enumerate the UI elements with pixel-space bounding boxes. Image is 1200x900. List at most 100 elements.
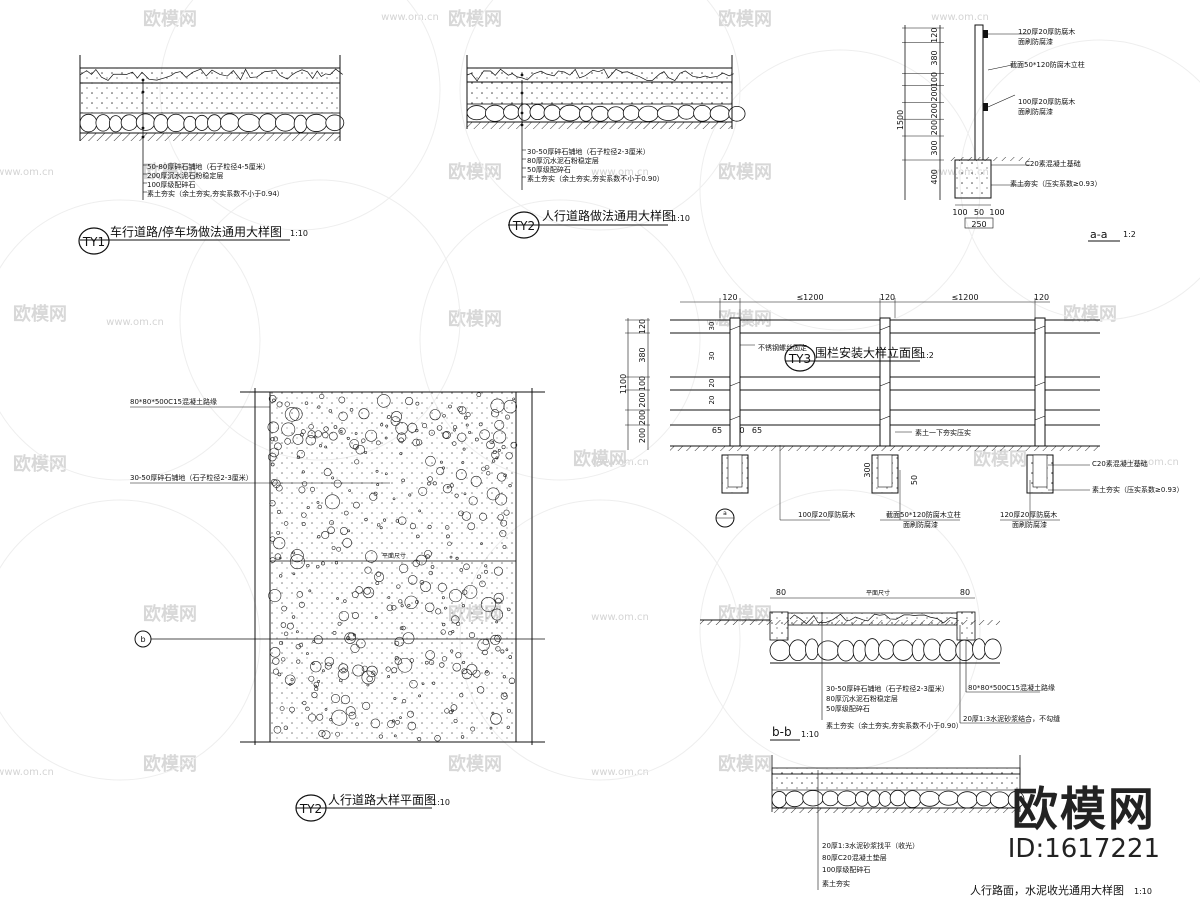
ty3-posts	[721, 317, 1054, 494]
aa-note-2: 面刷防腐漆	[1018, 37, 1053, 46]
aa-label: a-a	[1090, 228, 1107, 241]
aa-dim-h-2: 50	[974, 208, 984, 217]
bb-note-3: 50厚级配碎石	[826, 704, 870, 713]
plan-label-gravel: 30-50厚碎石铺地（石子粒径2-3厘米）	[130, 473, 253, 482]
ty1-stone-base	[79, 113, 345, 133]
ty3-dim-base: 65	[712, 426, 722, 435]
ty3-dim-top: 120	[880, 293, 895, 302]
watermark-brand: 欧模网	[13, 453, 67, 475]
aa-dim-v: 120	[930, 28, 939, 43]
ty3-title: 围栏安装大样立面图	[815, 345, 923, 360]
watermark-brand: 欧模网	[718, 753, 772, 775]
ty2-tag: TY2	[512, 219, 535, 233]
bb-stone-base	[769, 638, 1002, 662]
ty3-note-7: 面刷防腐漆	[903, 520, 938, 529]
bb-scale: 1:10	[801, 730, 819, 739]
watermark-site: www.om.cn	[591, 167, 649, 178]
watermark-brand: 欧模网	[143, 161, 197, 183]
ty3-scale: 1:2	[921, 351, 934, 360]
watermark-brand: 欧模网	[448, 753, 502, 775]
ty1-title: 车行道路/停车场做法通用大样图	[110, 224, 282, 239]
aa-note-3: 截面50*120防腐木立柱	[1010, 60, 1085, 69]
bb-dim-1: 80	[776, 588, 786, 597]
aa-dim-v: 200	[930, 86, 939, 101]
ty3-note-6: 截面50*120防腐木立柱	[886, 510, 961, 519]
ty3-dim-total: 1100	[619, 374, 628, 394]
ty3-dim-base: 65	[752, 426, 762, 435]
ty3-dim-left: 120	[638, 319, 647, 334]
aa-note-5: 面刷防腐漆	[1018, 107, 1053, 116]
aa-dim-bottom: 250	[971, 220, 986, 229]
bb-note-1: 30-50厚碎石铺地（石子粒径2-3厘米）	[826, 684, 949, 693]
bb-section-detail: 80 平面尺寸 80 30-50厚碎石铺地（石子粒径2-3厘米） 80厚沉水泥石…	[700, 588, 1060, 741]
cement-note-3: 100厚级配碎石	[822, 865, 870, 874]
ty3-note-9: 面刷防腐漆	[1012, 520, 1047, 529]
ty3-dim-top: 120	[1034, 293, 1049, 302]
watermark-site: www.om.cn	[591, 767, 649, 778]
watermark-brand: 欧模网	[143, 753, 197, 775]
ty1-note-4: 素土夯实（余土夯实,夯实系数不小于0.94）	[147, 189, 284, 198]
ty3-dim-top: ≤1200	[951, 293, 978, 302]
aa-dim-total: 1500	[896, 110, 905, 130]
aa-note-4: 100厚20厚防腐木	[1018, 97, 1075, 106]
aa-dim-h-1: 100	[952, 208, 967, 217]
watermark-brand: 欧模网	[718, 8, 772, 30]
watermark-brand: 欧模网	[448, 8, 502, 30]
ty3-dim-footing: 50	[910, 475, 919, 485]
watermark-site: www.om.cn	[106, 317, 164, 328]
aa-scale: 1:2	[1123, 230, 1136, 239]
watermark-site: www.om.cn	[381, 12, 439, 23]
ty3-note-1: 不锈钢螺丝固定	[758, 343, 807, 352]
ty3-left-dimensions: 12038010020020020030302020651206530050	[625, 319, 919, 485]
watermark-brand: 欧模网	[573, 448, 627, 470]
ty3-dim-top: 120	[722, 293, 737, 302]
aa-note-6: C20素混凝土基础	[1025, 159, 1081, 168]
watermark-site: www.om.cn	[591, 457, 649, 468]
plan-title: 人行道路大样平面图	[328, 792, 436, 807]
watermark-brand: 欧模网	[143, 8, 197, 30]
ty2-plan-view: 80*80*500C15混凝土路缘 30-50厚碎石铺地（石子粒径2-3厘米） …	[130, 388, 545, 822]
cement-stone-base	[771, 789, 1025, 809]
bb-gravel-layer	[789, 613, 958, 625]
ty1-note-2: 200厚沉水泥石粉稳定层	[147, 171, 223, 180]
watermark-brand: 欧模网	[973, 448, 1027, 470]
plan-aggregate-texture	[267, 392, 518, 742]
plan-section-mark: b	[140, 635, 145, 644]
brand-id: ID:1617221	[1007, 834, 1160, 864]
ty3-note-5: 100厚20厚防腐木	[798, 510, 855, 519]
ty2-gravel-layer	[466, 68, 734, 82]
ty3-section-mark: a	[723, 510, 727, 517]
plan-label-center: 平面尺寸	[382, 552, 406, 560]
plan-label-curb: 80*80*500C15混凝土路缘	[130, 397, 217, 406]
cement-scale: 1:10	[1134, 887, 1152, 896]
ty1-scale: 1:10	[290, 229, 308, 238]
ty3-dim-inner: 30	[708, 322, 716, 331]
ty2-note-3: 50厚级配碎石	[527, 165, 571, 174]
ty1-tag: TY1	[82, 235, 105, 249]
watermark-brand: 欧模网	[1063, 303, 1117, 325]
ty1-section-detail: 50-80厚碎石铺地（石子粒径4-5厘米） 200厚沉水泥石粉稳定层 100厚级…	[78, 55, 345, 255]
bb-note-5: 80*80*500C15混凝土路缘	[968, 683, 1055, 692]
bb-dim-3: 80	[960, 588, 970, 597]
watermark-brand: 欧模网	[143, 603, 197, 625]
ty3-note-3: C20素混凝土基础	[1092, 459, 1148, 468]
aa-dim-v: 400	[930, 169, 939, 184]
ty3-tag: TY3	[788, 352, 811, 366]
ty2-title: 人行道路做法通用大样图	[542, 208, 674, 223]
watermark-brand: 欧模网	[448, 161, 502, 183]
ty2-note-2: 80厚沉水泥石粉稳定层	[527, 156, 599, 165]
watermark-site: www.om.cn	[1121, 457, 1179, 468]
aa-dim-v: 300	[930, 140, 939, 155]
ty3-note-2: 素土一下夯实压实	[915, 428, 971, 437]
ty2-note-1: 30-50厚碎石铺地（石子粒径2-3厘米）	[527, 147, 650, 156]
watermark-brand: 欧模网	[13, 303, 67, 325]
ty1-gravel-layer	[79, 68, 343, 81]
ty2-leader-lines	[520, 73, 526, 178]
cement-note-2: 80厚C20混凝土垫层	[822, 853, 887, 862]
ty2-note-4: 素土夯实（余土夯实,夯实系数不小于0.90）	[527, 174, 664, 183]
ty2-stone-base	[466, 103, 746, 122]
ty3-note-4: 素土夯实（压实系数≥0.93）	[1092, 485, 1183, 494]
cement-note-1: 20厚1:3水泥砂浆找平（收光）	[822, 841, 919, 850]
